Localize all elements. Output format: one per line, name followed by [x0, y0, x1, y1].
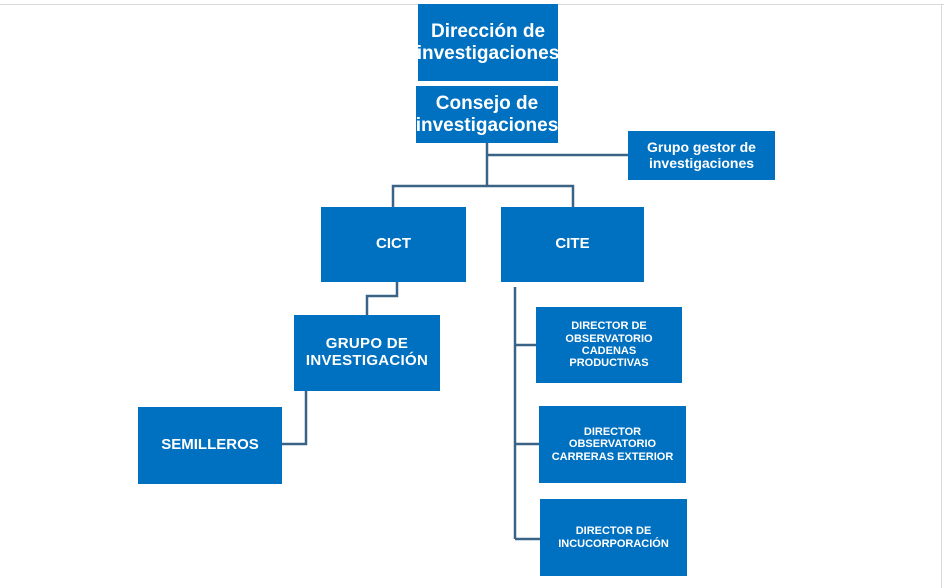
node-director-observatorio-carreras: DIRECTOR OBSERVATORIO CARRERAS EXTERIOR: [539, 406, 686, 483]
connector-branch: [391, 184, 575, 207]
node-direccion-investigaciones: Dirección de investigaciones: [417, 4, 559, 81]
node-director-observatorio-cadenas: DIRECTOR DE OBSERVATORIO CADENAS PRODUCT…: [536, 307, 682, 383]
node-director-incorporacion: DIRECTOR DE INCUCORPORACIÓN: [540, 499, 687, 576]
node-grupo-gestor: Grupo gestor de investigaciones: [628, 131, 775, 180]
right-border-line: [941, 4, 942, 588]
node-consejo-investigaciones: Consejo de investigaciones: [416, 86, 558, 143]
node-semilleros: SEMILLEROS: [138, 407, 282, 484]
connector-cict-grupo: [365, 282, 399, 315]
node-cite: CITE: [501, 207, 644, 282]
connector-grupo-semilleros: [282, 391, 308, 446]
node-grupo-investigacion: GRUPO DE INVESTIGACIÓN: [294, 315, 440, 391]
node-cict: CICT: [321, 207, 466, 282]
